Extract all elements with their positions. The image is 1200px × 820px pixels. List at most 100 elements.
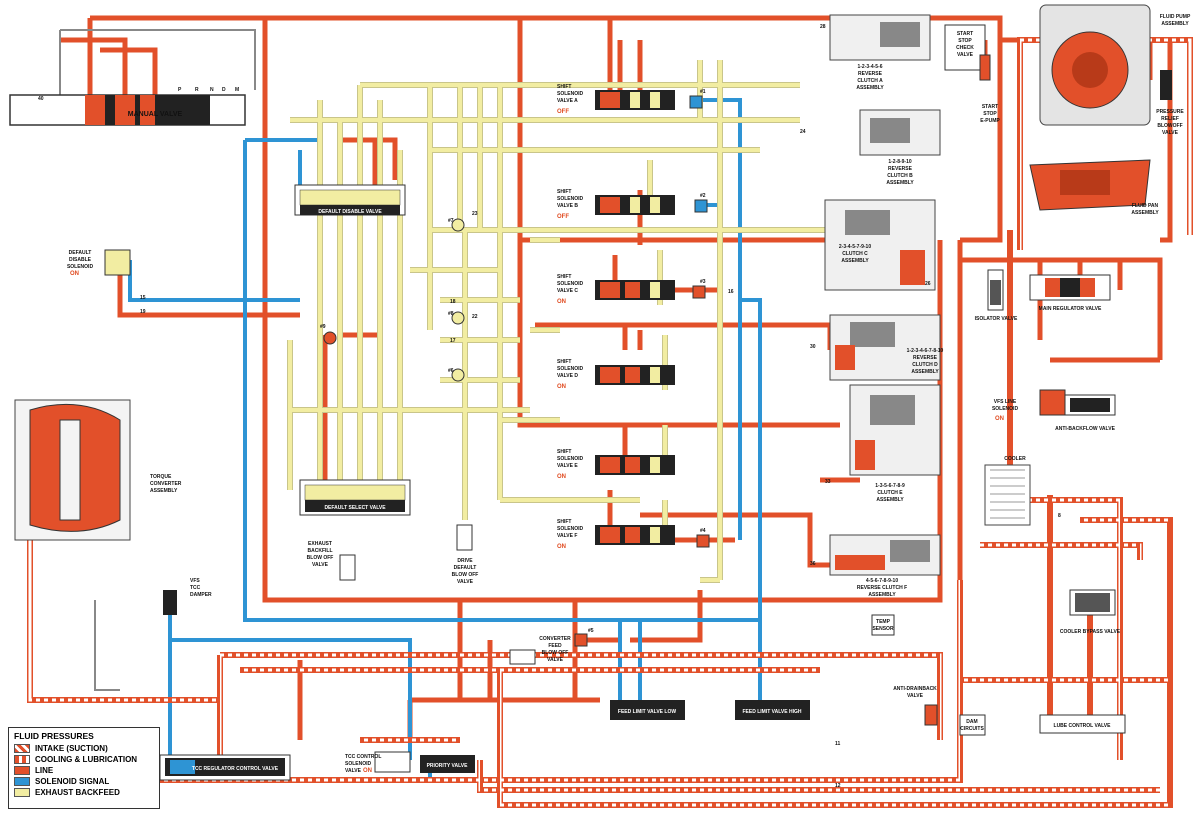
tcc-reg-label: TCC REGULATOR CONTROL VALVE xyxy=(192,766,279,772)
check-ball-5: #5 xyxy=(574,628,594,647)
cf-l3: ASSEMBLY xyxy=(868,592,896,598)
shift-solenoid-a: SHIFT SOLENOID VALVE A OFF xyxy=(557,84,675,115)
check-ball-6: #6 xyxy=(448,368,465,382)
shift-solenoid-b: SHIFT SOLENOID VALVE B OFF xyxy=(557,189,675,220)
vfsl-l1: VFS LINE xyxy=(994,399,1017,405)
ssb-l3: VALVE B xyxy=(557,203,578,209)
tccs-state: ON xyxy=(363,768,372,774)
tcc-control-solenoid: TCC CONTROL SOLENOID VALVE ON xyxy=(345,751,411,774)
line-swatch xyxy=(14,766,30,775)
exhaust-backfeed-fill xyxy=(288,60,840,582)
ssd-state: ON xyxy=(557,384,566,390)
cb8-label: #8 xyxy=(448,311,454,317)
dam-l2: CIRCUITS xyxy=(960,726,984,732)
line-pressure-circuit xyxy=(60,15,1173,740)
fp-l2: ASSEMBLY xyxy=(1161,21,1189,27)
legend-item-exhaust: EXHAUST BACKFEED xyxy=(9,787,159,798)
converter-feed-valve: CONVERTER FEED BLOW OFF VALVE xyxy=(509,636,571,665)
exhaust-backfill-valve: EXHAUST BACKFILL BLOW OFF VALVE xyxy=(307,541,356,581)
psg-8a: 8 xyxy=(1058,513,1061,519)
ca-l4: ASSEMBLY xyxy=(856,85,884,91)
tccs-l1: TCC CONTROL xyxy=(345,754,381,760)
ca-l1: 1-2-3-4-5-6 xyxy=(857,64,882,70)
ssa-state: OFF xyxy=(557,109,569,115)
legend-item-cooling: COOLING & LUBRICATION xyxy=(9,754,159,765)
abv-label: ANTI-BACKFLOW VALVE xyxy=(1055,426,1115,432)
psg-16a: 16 xyxy=(728,289,734,295)
isolator-label: ISOLATOR VALVE xyxy=(975,316,1018,322)
psg-28a: 28 xyxy=(820,24,826,30)
ce-l2: CLUTCH E xyxy=(877,490,903,496)
priority-valve: PRIORITY VALVE xyxy=(420,755,475,773)
legend-item-solenoid: SOLENOID SIGNAL xyxy=(9,776,159,787)
exhaust-swatch xyxy=(14,788,30,797)
cd-l2: REVERSE xyxy=(913,355,938,361)
passage-numbers: 40 15 19 16 18 17 22 23 24 28 30 33 36 2… xyxy=(38,24,1061,789)
check-ball-2: #2 xyxy=(694,193,708,213)
intake-swatch xyxy=(14,744,30,753)
cd-l4: ASSEMBLY xyxy=(911,369,939,375)
ssc-l1: SHIFT xyxy=(557,274,571,280)
psg-23a: 23 xyxy=(472,211,478,217)
psg-22a: 22 xyxy=(472,314,478,320)
legend-title: FLUID PRESSURES xyxy=(14,731,94,741)
prnd-indicator: P R N D M xyxy=(178,87,239,93)
solenoid-swatch xyxy=(14,777,30,786)
vfsl-l2: SOLENOID xyxy=(992,406,1019,412)
clutch-f: 4-5-6-7-8-9-10 REVERSE CLUTCH F ASSEMBLY xyxy=(829,534,941,598)
cb7-label: #7 xyxy=(448,218,454,224)
legend-item-line: LINE xyxy=(9,765,159,776)
ebv-l1: EXHAUST xyxy=(308,541,332,547)
ce-l3: ASSEMBLY xyxy=(876,497,904,503)
solenoid-signal-circuit xyxy=(128,98,762,780)
cfv-l2: FEED xyxy=(548,643,562,649)
tccs-l3: VALVE xyxy=(345,768,362,774)
ddv-l4: VALVE xyxy=(457,579,474,585)
ssa-l3: VALVE A xyxy=(557,98,578,104)
ssc-state: ON xyxy=(557,299,566,305)
psg-30a: 30 xyxy=(810,344,816,350)
fp-l1: FLUID PUMP xyxy=(1160,14,1191,20)
vfs-d-l2: TCC xyxy=(190,585,201,591)
prv-l2: RELIEF xyxy=(1161,116,1179,122)
main-reg-label: MAIN REGULATOR VALVE xyxy=(1039,306,1102,312)
ssc-l2: SOLENOID xyxy=(557,281,584,287)
cb9-label: #9 xyxy=(320,324,326,330)
legend: FLUID PRESSURES INTAKE (SUCTION) COOLING… xyxy=(8,727,160,809)
vfs-tcc-damper: VFS TCC DAMPER xyxy=(163,578,212,615)
ssf-state: ON xyxy=(557,544,566,550)
shift-solenoid-f: SHIFT SOLENOID VALVE F ON xyxy=(557,519,675,550)
ebv-l2: BACKFILL xyxy=(308,548,333,554)
default-select-valve: DEFAULT SELECT VALVE xyxy=(299,479,411,516)
ssf-l3: VALVE F xyxy=(557,533,577,539)
gear-r: R xyxy=(195,87,199,93)
check-ball-7: #7 xyxy=(448,218,465,232)
ca-l2: REVERSE xyxy=(858,71,883,77)
check-balls: #1 #2 #3 #4 #5 #6 #7 #8 #9 xyxy=(320,89,710,647)
tc-l1: TORQUE xyxy=(150,474,172,480)
clutch-a: 1-2-3-4-5-6 REVERSE CLUTCH A ASSEMBLY xyxy=(829,14,931,91)
epump-l2: STOP xyxy=(983,111,997,117)
temp-l2: SENSOR xyxy=(872,626,894,632)
cb-l2: REVERSE xyxy=(888,166,913,172)
cooler: COOLER xyxy=(984,456,1031,526)
ebv-l3: BLOW OFF xyxy=(307,555,334,561)
clutch-d: 1-2-3-4-6-7-8-10 REVERSE CLUTCH D ASSEMB… xyxy=(829,314,944,381)
legend-label-intake: INTAKE (SUCTION) xyxy=(35,744,108,753)
tcc-regulator-valve: TCC REGULATOR CONTROL VALVE xyxy=(159,754,291,781)
dds-line1: DEFAULT xyxy=(69,250,92,256)
cb-l1: 1-2-8-9-10 xyxy=(888,159,912,165)
ssd-l1: SHIFT xyxy=(557,359,571,365)
legend-label-cooling: COOLING & LUBRICATION xyxy=(35,755,138,764)
ebv-l4: VALVE xyxy=(312,562,329,568)
manual-valve-label: MANUAL VALVE xyxy=(128,111,183,118)
ssd-l3: VALVE D xyxy=(557,373,578,379)
pressure-relief-valve: PRESSURE RELIEF BLOWOFF VALVE xyxy=(1156,70,1184,136)
prv-l4: VALVE xyxy=(1162,130,1179,136)
ssc-v-l4: VALVE xyxy=(957,52,974,58)
flv-low-label: FEED LIMIT VALVE LOW xyxy=(618,709,676,715)
psg-11a: 11 xyxy=(835,741,841,747)
start-stop-epump: START STOP E-PUMP xyxy=(980,104,1000,124)
psg-26a: 26 xyxy=(925,281,931,287)
